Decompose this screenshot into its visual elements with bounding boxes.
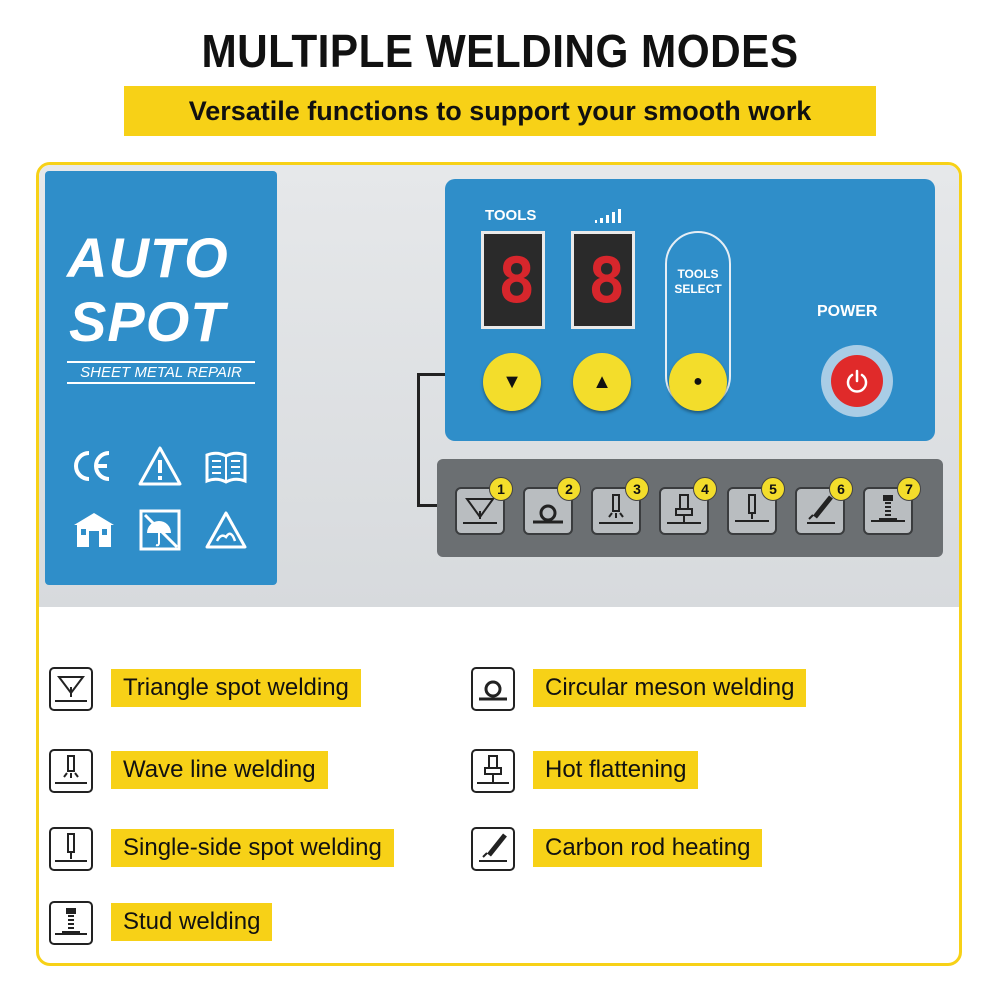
level-display-digit: 8 [588,244,626,317]
carbon-rod-icon [807,495,835,524]
power-label: POWER [817,303,878,320]
carbon-rod-icon [479,833,507,862]
chevron-up-icon: ▲ [592,370,612,393]
panel-connector-line [417,373,448,507]
circular-meson-icon [479,680,507,701]
brand-line-auto: AUTO [67,226,229,289]
legend-icon-box [471,749,515,793]
hot-flattening-icon [477,755,509,784]
mode-number-badge: 2 [557,477,581,501]
legend-icon-box [49,749,93,793]
legend-label: Hot flattening [533,751,699,789]
legend-icon-box [49,901,93,945]
machine-front-panel: AUTO SPOT SHEET METAL REPAIR [39,165,959,607]
circular-meson-icon [533,504,563,524]
power-button-face [831,355,883,407]
tools-select-button[interactable]: ● [669,353,727,411]
mode-number-badge: 4 [693,477,717,501]
mode-button-6[interactable]: 6 [795,477,853,535]
mode-button-7[interactable]: 7 [863,477,921,535]
stud-welding-icon [55,908,87,935]
subtitle-banner: Versatile functions to support your smoo… [124,86,876,136]
mode-button-3[interactable]: 3 [591,477,649,535]
tools-select-group: TOOLS SELECT [665,231,731,409]
page-title: MULTIPLE WELDING MODES [201,25,799,77]
mode-button-strip: 1 2 3 [437,459,943,557]
triangle-spot-icon [55,676,87,702]
keep-dry-icon [139,509,181,551]
tools-display: 8 [481,231,545,329]
legend-icon-box [49,827,93,871]
legend-icon-box [471,827,515,871]
mode-button-1[interactable]: 1 [455,477,513,535]
brand-tagline: SHEET METAL REPAIR [67,361,255,384]
mode-number-badge: 6 [829,477,853,501]
mode-number-badge: 3 [625,477,649,501]
down-button[interactable]: ▼ [483,353,541,411]
up-button[interactable]: ▲ [573,353,631,411]
single-side-spot-icon [735,494,769,522]
hot-surface-icon [205,511,247,549]
mode-button-2[interactable]: 2 [523,477,581,535]
tools-label: TOOLS [485,207,537,224]
manual-book-icon [205,451,247,484]
subtitle-text: Versatile functions to support your smoo… [188,95,812,126]
single-side-spot-icon [55,833,87,862]
tools-select-label: TOOLS SELECT [667,267,729,297]
tools-display-digit: 8 [498,244,536,317]
legend-label: Circular meson welding [533,669,807,707]
legend-label: Stud welding [111,903,273,941]
control-panel: TOOLS 8 8 TOOLS SELECT ▼ [445,179,935,441]
ce-mark-icon [74,451,110,481]
wave-line-icon [55,755,87,784]
signal-level-icon [595,209,621,223]
warning-triangle-icon [138,446,182,486]
legend-label: Wave line welding [111,751,328,789]
legend-icon-box [471,667,515,711]
dot-icon: ● [693,373,703,390]
triangle-spot-icon [463,498,497,524]
mode-number-badge: 1 [489,477,513,501]
mode-number-badge: 7 [897,477,921,501]
legend-label: Triangle spot welding [111,669,361,707]
mode-button-5[interactable]: 5 [727,477,785,535]
mode-button-4[interactable]: 4 [659,477,717,535]
brand-panel: AUTO SPOT SHEET METAL REPAIR [45,171,277,585]
legend-label: Single-side spot welding [111,829,394,867]
brand-line-spot: SPOT [69,290,226,353]
level-display: 8 [571,231,635,329]
legend-icon-box [49,667,93,711]
tools-select-label-line2: SELECT [674,282,722,296]
power-button[interactable] [821,345,893,417]
power-icon [846,369,868,393]
wave-line-icon [599,494,633,524]
stud-welding-icon [871,495,905,522]
mode-number-badge: 5 [761,477,785,501]
indoor-use-icon [74,513,114,547]
chevron-down-icon: ▼ [502,370,522,393]
tools-select-label-line1: TOOLS [677,267,719,281]
legend-label: Carbon rod heating [533,829,763,867]
hot-flattening-icon [667,494,701,524]
product-frame: AUTO SPOT SHEET METAL REPAIR [36,162,962,966]
